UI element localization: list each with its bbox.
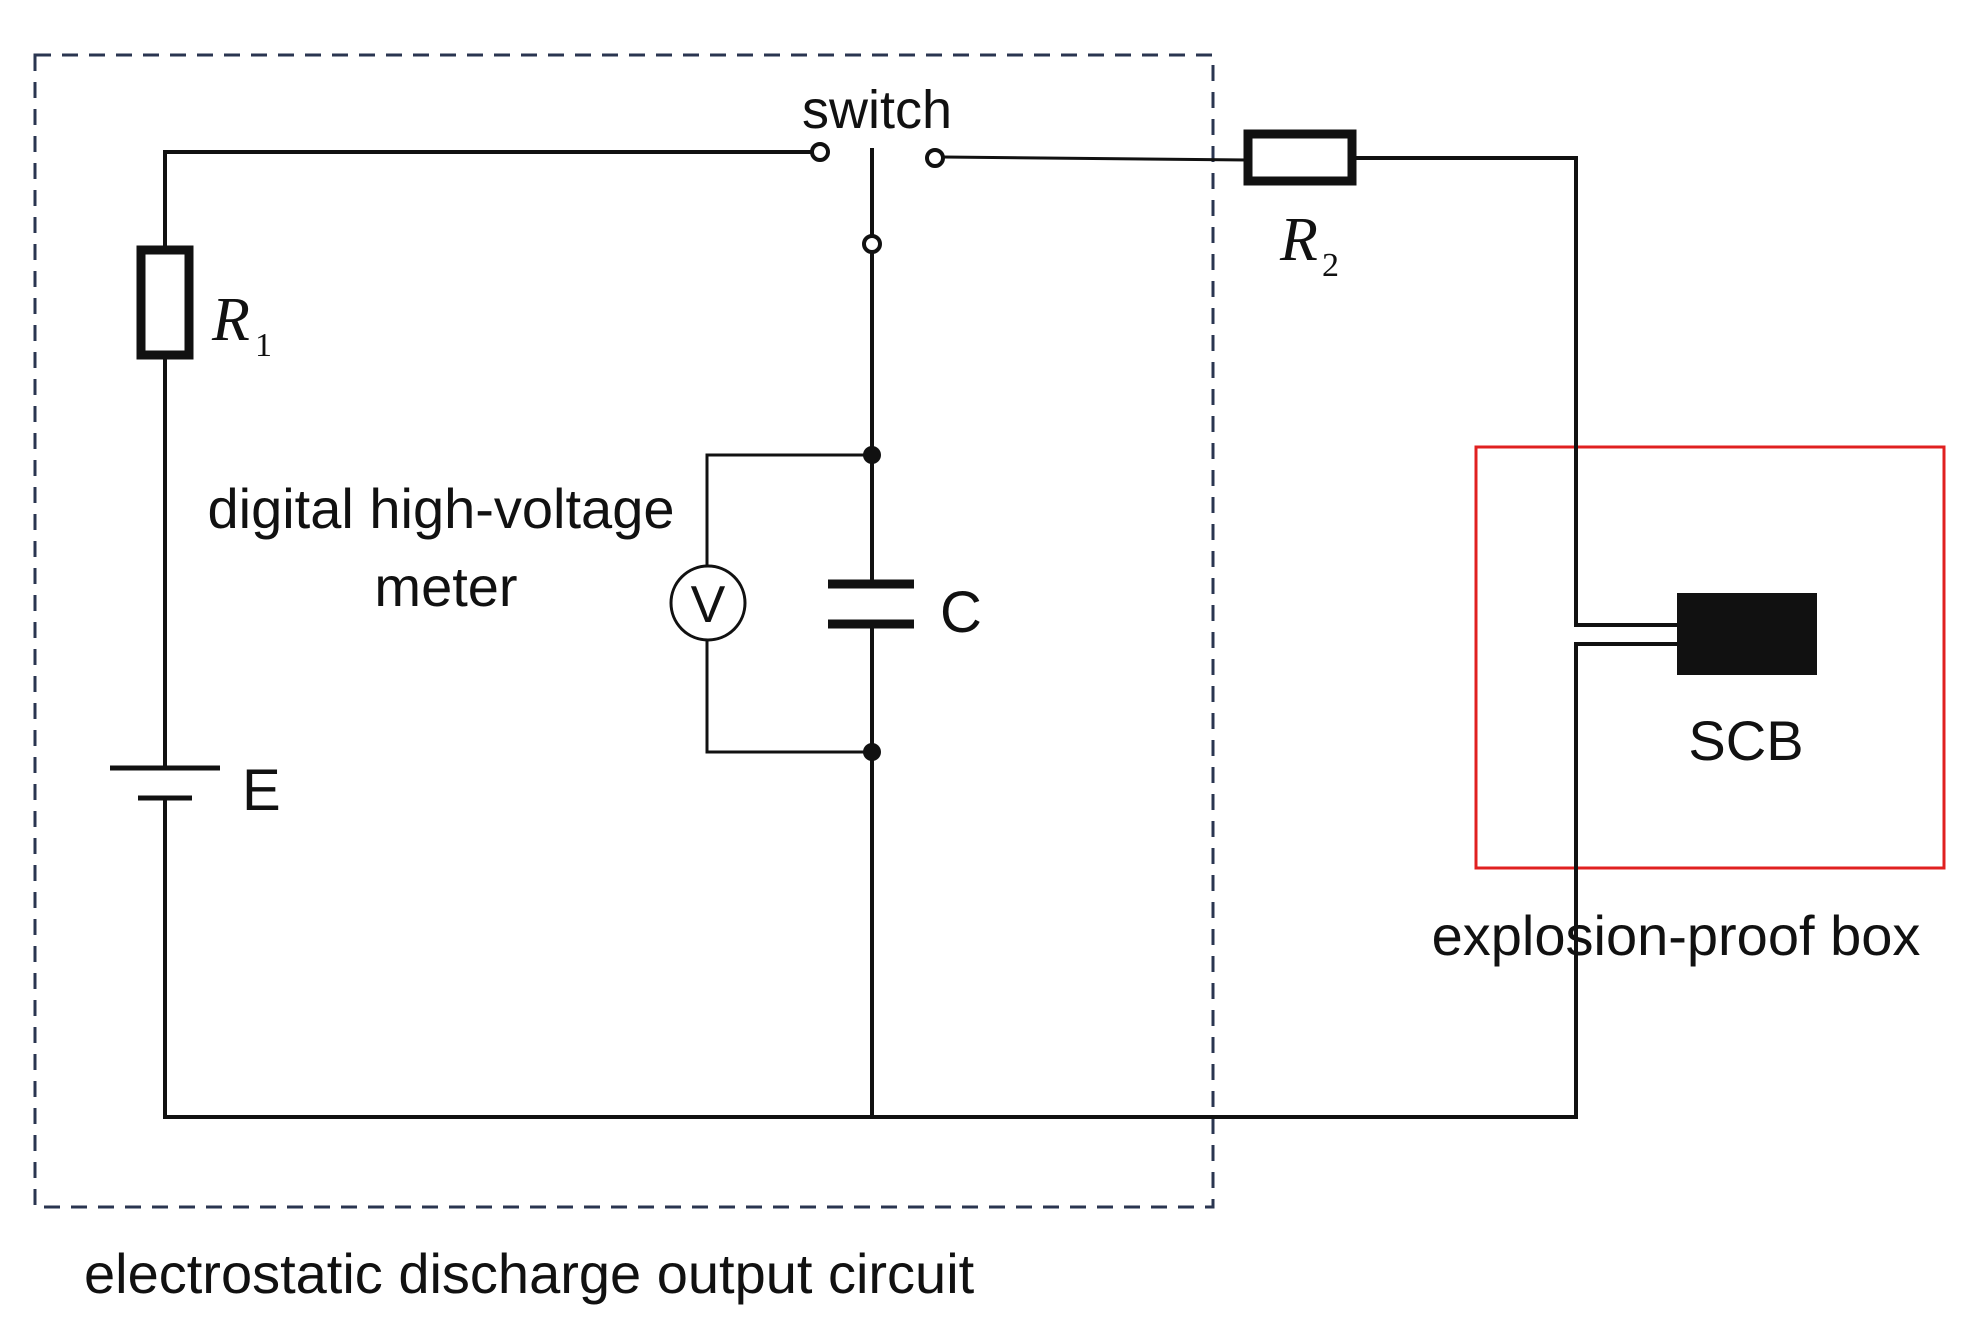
resistor-r1: [136, 245, 194, 360]
r2-label: R: [1279, 206, 1318, 274]
wire-switch-to-r2: [942, 155, 1249, 162]
r1-label: R: [211, 286, 250, 354]
voltmeter-symbol: [669, 564, 747, 642]
r1-subscript: 1: [255, 327, 272, 364]
explosion-proof-box-label: explosion-proof box: [1432, 904, 1921, 967]
switch-right-terminal: [925, 148, 945, 168]
scb-device: [1677, 593, 1817, 675]
explosion-proof-box-frame: [1474, 445, 1946, 870]
voltmeter-label: V: [691, 576, 726, 634]
switch-pivot-terminal: [862, 234, 882, 254]
discharge-circuit-label: electrostatic discharge output circuit: [84, 1242, 975, 1305]
meter-label-line2: meter: [374, 555, 517, 618]
wire-top-left: [163, 150, 822, 252]
wire-r2-to-box: [1350, 156, 1578, 627]
wire-voltmeter-top: [705, 453, 872, 566]
scb-label: SCB: [1688, 709, 1803, 772]
switch-label: switch: [802, 80, 952, 140]
discharge-circuit-frame: [33, 53, 1215, 1209]
source-label: E: [242, 758, 281, 823]
capacitor-label: C: [940, 580, 982, 645]
switch-left-terminal: [810, 142, 830, 162]
r2-subscript: 2: [1322, 247, 1339, 284]
wire-voltmeter-bottom: [705, 640, 872, 754]
meter-label-line1: digital high-voltage: [208, 477, 675, 540]
resistor-r2: [1243, 129, 1357, 186]
